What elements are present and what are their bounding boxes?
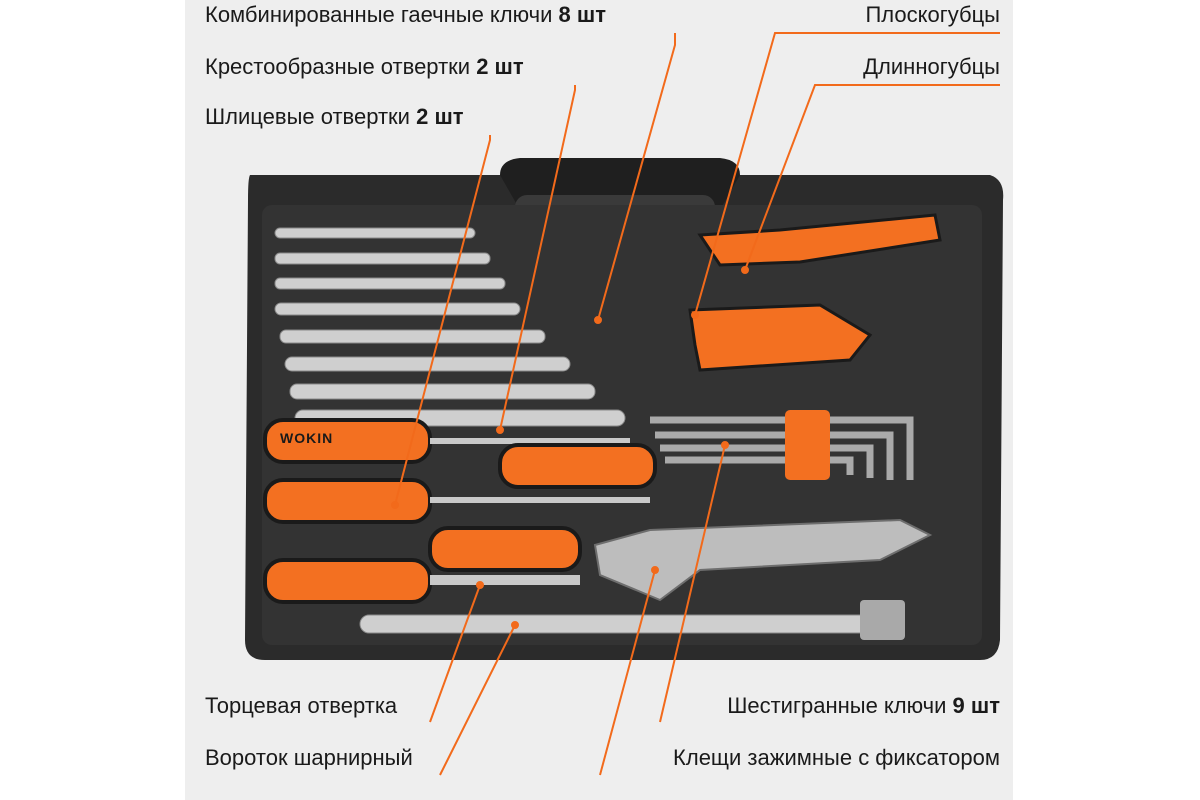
callout-nutdriver: Торцевая отвертка [205,693,397,719]
callout-lockpliers: Клещи зажимные с фиксатором [673,745,1000,771]
wrench-2 [274,252,491,265]
leader-phillips [499,85,576,431]
tbar-handle [359,614,881,634]
callout-hexkeys: Шестигранные ключи 9 шт [727,693,1000,719]
leader-lockpliers-dot [651,566,659,574]
callout-longnose: Длинногубцы [863,54,1000,80]
hex-key-1 [650,416,914,480]
callout-wrenches-text: Комбинированные гаечные ключи [205,2,553,27]
leader-wrenches [597,33,676,321]
screwdriver-2 [498,443,657,489]
callout-phillips-count: 2 шт [476,54,524,79]
wrench-3 [274,277,506,290]
leader-lockpliers [599,569,656,776]
leader-phillips-dot [496,426,504,434]
screwdriver-4 [428,526,582,572]
nutdriver-handle [263,558,432,604]
leader-nutdriver-dot [476,581,484,589]
wrench-7 [289,383,596,400]
handle-brand: WOKIN [280,430,334,446]
leader-tbar-dot [511,621,519,629]
callout-nutdriver-text: Торцевая отвертка [205,693,398,718]
callout-pliers-text: Плоскогубцы [865,2,1000,27]
callout-wrenches-count: 8 шт [558,2,606,27]
callout-tbar-text: Вороток шарнирный [205,745,413,770]
callout-pliers: Плоскогубцы [865,2,1000,28]
leader-lines [391,32,1000,776]
callout-slotted-count: 2 шт [416,104,464,129]
leader-pliers-dot [691,311,699,319]
wrench-6 [284,356,571,372]
leader-tbar [439,624,516,776]
leader-slotted [394,135,491,506]
callout-phillips: Крестообразные отвертки 2 шт [205,54,524,80]
wrench-5 [279,329,546,344]
hex-key-set [650,416,914,480]
leader-nutdriver [429,584,481,723]
pliers-group [688,213,942,372]
wrench-4 [274,302,521,316]
leader-wrenches-dot [594,316,602,324]
callout-slotted: Шлицевые отвертки 2 шт [205,104,464,130]
leader-hexkeys-dot [721,441,729,449]
callout-hexkeys-count: 9 шт [952,693,1000,718]
leader-slotted-dot [391,501,399,509]
screwdriver-3 [263,478,432,524]
locking-pliers [593,518,933,602]
leader-pliers [694,32,1000,316]
longnose-pliers [697,213,942,267]
leader-longnose [744,84,1000,271]
leader-hexkeys [659,444,726,723]
hex-key-2 [655,431,894,480]
hex-key-3 [660,444,874,478]
leader-longnose-dot [741,266,749,274]
callout-tbar: Вороток шарнирный [205,745,413,771]
callout-slotted-text: Шлицевые отвертки [205,104,410,129]
callout-phillips-text: Крестообразные отвертки [205,54,471,79]
screwdriver-3-shaft [430,497,650,503]
hex-key-4 [665,456,854,475]
callout-lockpliers-text: Клещи зажимные с фиксатором [673,745,1000,770]
tbar-head [860,600,905,640]
wrench-1 [274,227,476,239]
nutdriver-shaft [430,575,580,585]
callout-longnose-text: Длинногубцы [863,54,1000,79]
screwdriver-1-shaft [430,438,630,444]
callout-hexkeys-text: Шестигранные ключи [727,693,947,718]
hex-key-holder [785,410,830,480]
wrench-set [274,227,626,427]
callout-wrenches: Комбинированные гаечные ключи 8 шт [205,2,606,28]
screwdriver-set [263,418,657,604]
combination-pliers [688,303,873,372]
